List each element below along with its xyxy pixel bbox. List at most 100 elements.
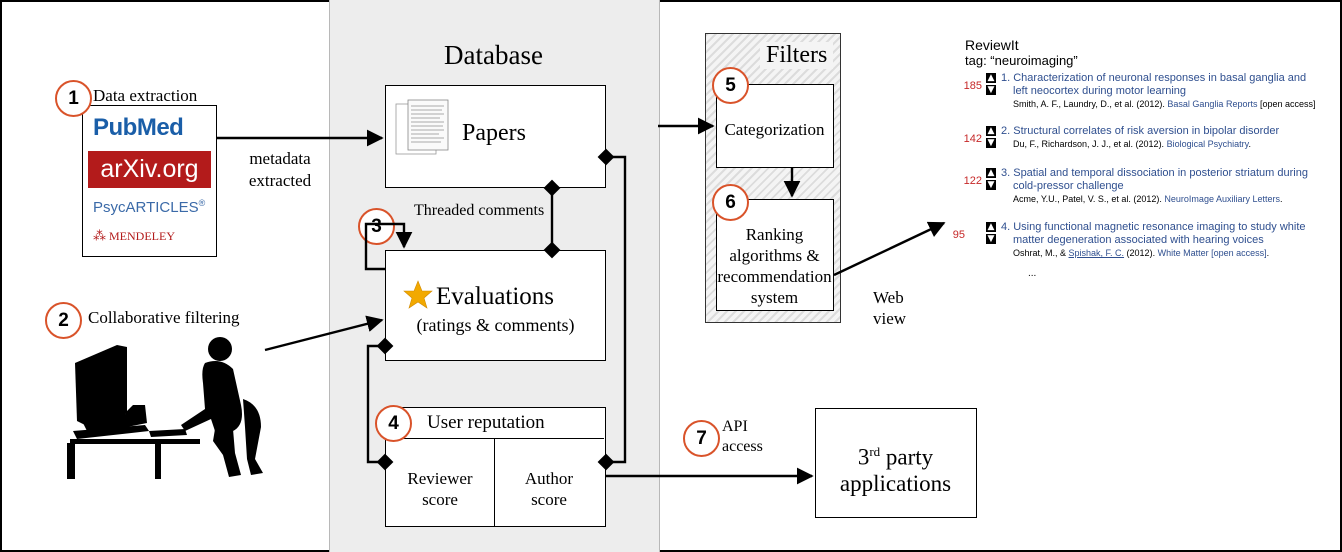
score-divider	[494, 438, 495, 526]
citation-tail: .	[1279, 194, 1283, 204]
step-badge-3: 3	[358, 208, 395, 245]
list-item: 1. Characterization of neuronal response…	[1001, 72, 1331, 110]
reviewit-title: ReviewIt	[965, 37, 1019, 53]
evaluations-label: Evaluations	[436, 283, 555, 310]
api-line1: API	[722, 418, 748, 435]
citation-authors: Acme, Y.U., Patel, V. S., et al. (2012).	[1013, 194, 1165, 204]
evaluations-sublabel: (ratings & comments)	[416, 315, 575, 335]
reviewit-tag: tag: “neuroimaging”	[965, 53, 1078, 68]
ranking-line1: Ranking	[745, 225, 804, 244]
item-citation: Smith, A. F., Laundry, D., et al. (2012)…	[1001, 98, 1331, 110]
paper-document-icon	[395, 99, 449, 155]
third-party-label: 3rd party applications	[816, 439, 975, 497]
user-reputation-box: Reviewer score Author score	[385, 407, 606, 527]
api-access-label: API access	[722, 417, 763, 457]
pubmed-logo: PubMed	[93, 114, 184, 142]
citation-journal[interactable]: NeuroImage Auxiliary Letters	[1164, 194, 1280, 204]
vote-up-icon[interactable]: ▲	[986, 222, 996, 232]
mendeley-mark-icon: ⁂	[93, 229, 106, 244]
citation-tail: .	[1266, 248, 1270, 258]
step-badge-2: 2	[45, 302, 82, 339]
database-title: Database	[444, 40, 543, 70]
categorization-box: Categorization	[716, 84, 834, 168]
vote-up-icon[interactable]: ▲	[986, 73, 996, 83]
item-title-line1[interactable]: 1. Characterization of neuronal response…	[1001, 72, 1307, 84]
citation-authors: Du, F., Richardson, J. J., et al. (2012)…	[1013, 139, 1167, 149]
mendeley-text: MENDELEY	[109, 229, 175, 243]
step-badge-6: 6	[712, 184, 749, 221]
star-icon	[403, 280, 433, 309]
arrow-filtering-to-evaluations	[264, 315, 384, 352]
citation-journal[interactable]: White Matter [open access]	[1157, 248, 1267, 258]
third-party-line2: applications	[839, 470, 952, 496]
psycarticles-text: PsycARTICLES	[93, 199, 199, 216]
reviewer-score-label: Reviewer score	[386, 468, 494, 510]
web-line1: Web	[873, 288, 904, 307]
third-party-sup: rd	[869, 444, 881, 459]
reputation-divider	[386, 438, 604, 439]
vote-down-icon[interactable]: ▼	[986, 85, 996, 95]
data-extraction-label: Data extraction	[93, 86, 198, 105]
item-title-line2[interactable]: left neocortex during motor learning	[1013, 85, 1187, 97]
item-title-line1[interactable]: 2. Structural correlates of risk aversio…	[1001, 125, 1280, 137]
psycarticles-logo: PsycARTICLES®	[93, 198, 205, 216]
vote-count: 122	[963, 175, 982, 187]
author-line1: Author	[524, 469, 574, 488]
user-reputation-label: User reputation	[427, 412, 545, 433]
collaborative-filtering-label: Collaborative filtering	[88, 308, 240, 327]
papers-label: Papers	[462, 120, 526, 146]
metadata-extracted-label: metadata extracted	[240, 148, 320, 192]
sources-box: PubMed arXiv.org PsycARTICLES® ⁂ MENDELE…	[82, 105, 217, 257]
third-party-line1: 3rd party	[816, 439, 975, 471]
link-evaluations-reviewer-score	[366, 337, 394, 471]
arrow-threaded-comments-loop	[364, 222, 413, 271]
threaded-comments-label: Threaded comments	[414, 202, 545, 219]
pubmed-text: PubMed	[93, 114, 184, 141]
web-view-label: Web view	[873, 287, 906, 329]
citation-tail: .	[1248, 139, 1251, 149]
filters-title: Filters	[760, 42, 834, 69]
list-item: 2. Structural correlates of risk aversio…	[1001, 125, 1331, 150]
item-title-line1[interactable]: 4. Using functional magnetic resonance i…	[1001, 221, 1306, 233]
list-item: 4. Using functional magnetic resonance i…	[1001, 221, 1331, 259]
citation-tail: [open access]	[1257, 99, 1316, 109]
citation-authors: Smith, A. F., Laundry, D., et al. (2012)…	[1013, 99, 1168, 109]
third-party-box: 3rd party applications	[815, 408, 977, 518]
vote-down-icon[interactable]: ▼	[986, 234, 996, 244]
ranking-label: Ranking algorithms & recommendation syst…	[717, 224, 832, 308]
item-title-line2[interactable]: cold-pressor challenge	[1013, 180, 1124, 192]
ranking-box: Ranking algorithms & recommendation syst…	[716, 199, 834, 311]
item-citation: Oshrat, M., & Spishak, F. C. (2012). Whi…	[1001, 247, 1331, 259]
citation-author-link[interactable]: Spishak, F. C.	[1068, 248, 1125, 258]
api-line2: access	[722, 438, 763, 455]
metadata-line1: metadata	[249, 149, 311, 168]
papers-box: Papers	[385, 85, 606, 188]
item-title-line1[interactable]: 3. Spatial and temporal dissociation in …	[1001, 167, 1308, 179]
step-badge-5: 5	[712, 67, 749, 104]
vote-count: 95	[952, 229, 965, 241]
metadata-line2: extracted	[248, 171, 312, 190]
item-title-line2[interactable]: matter degeneration associated with hear…	[1013, 234, 1264, 246]
vote-up-icon[interactable]: ▲	[986, 168, 996, 178]
author-line2: score	[531, 490, 567, 509]
vote-count: 142	[963, 133, 982, 145]
arxiv-logo: arXiv.org	[88, 151, 211, 188]
author-score-label: Author score	[494, 468, 604, 510]
vote-down-icon[interactable]: ▼	[986, 138, 996, 148]
citation-journal[interactable]: Biological Psychiatry	[1166, 139, 1249, 149]
web-line2: view	[873, 309, 907, 328]
citation-journal[interactable]: Basal Ganglia Reports	[1167, 99, 1258, 109]
vote-down-icon[interactable]: ▼	[986, 180, 996, 190]
reviewer-line1: Reviewer	[407, 469, 473, 488]
item-citation: Du, F., Richardson, J. J., et al. (2012)…	[1001, 138, 1331, 150]
computer-user-silhouette-icon	[67, 337, 263, 479]
registered-mark: ®	[198, 198, 206, 208]
vote-up-icon[interactable]: ▲	[986, 126, 996, 136]
arrow-ranking-to-webview	[833, 221, 946, 277]
third-party-num: 3	[857, 444, 870, 470]
more-ellipsis: ...	[1028, 268, 1037, 279]
citation-year: (2012).	[1124, 248, 1158, 258]
